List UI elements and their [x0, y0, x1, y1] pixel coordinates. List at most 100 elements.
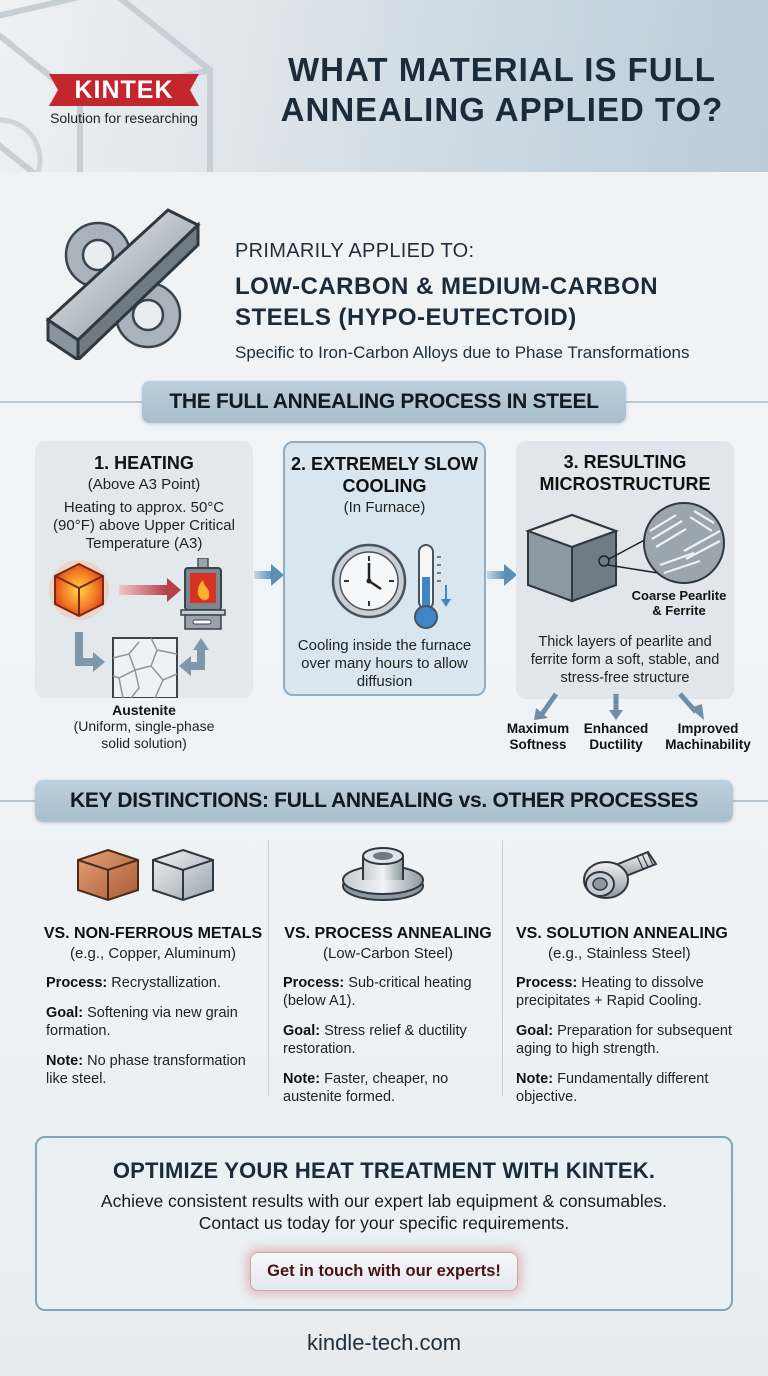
- distinction-goal: Goal: Softening via new grain formation.: [46, 1004, 268, 1040]
- step-description-line: diffusion: [356, 673, 413, 690]
- distinction-goal: Goal: Stress relief & ductility restorat…: [283, 1022, 503, 1058]
- step-description-line: Cooling inside the furnace: [297, 637, 472, 654]
- item-text: Sub-critical heating (below A1).: [283, 975, 472, 1009]
- flow-arrow-icon: [254, 564, 284, 586]
- flow-arrow-icon: [487, 564, 517, 586]
- outcome-line: Maximum: [506, 721, 570, 736]
- magnify-label: Coarse Pearlite & Ferrite: [624, 588, 734, 618]
- cta-body-line: Contact us today for your specific requi…: [198, 1213, 570, 1233]
- intro-subtitle: Specific to Iron-Carbon Alloys due to Ph…: [235, 343, 690, 362]
- item-text: Recrystallization.: [111, 975, 221, 991]
- distinction-subtitle: (e.g., Copper, Aluminum): [70, 945, 236, 962]
- step-title-line: 3. RESULTING: [563, 452, 687, 472]
- logo-banner: KINTEK: [49, 74, 199, 106]
- step-description-line: Thick layers of pearlite and: [538, 634, 712, 650]
- intro-title-line1: LOW-CARBON & MEDIUM-CARBON: [235, 273, 659, 300]
- step-description: Cooling inside the furnace over many hou…: [285, 637, 484, 691]
- magnify-label-line: & Ferrite: [652, 603, 706, 618]
- cta-body: Achieve consistent results with our expe…: [37, 1190, 731, 1234]
- steel-bar-gear-icon: [45, 208, 201, 360]
- column-divider: [268, 840, 269, 1096]
- austenite-caption: Austenite (Uniform, single-phase solid s…: [35, 702, 253, 752]
- step-description-line: over many hours to allow: [301, 655, 468, 672]
- stainless-bolt-icon: [583, 850, 658, 899]
- item-label: Goal:: [46, 1005, 84, 1021]
- step-subtitle: (Above A3 Point): [87, 476, 201, 493]
- item-text: Faster, cheaper, no austenite formed.: [283, 1071, 449, 1105]
- distinction-goal: Goal: Preparation for subsequent aging t…: [516, 1022, 758, 1058]
- step-subtitle: (In Furnace): [343, 499, 426, 516]
- contact-experts-button[interactable]: Get in touch with our experts!: [250, 1252, 518, 1291]
- item-label: Note:: [46, 1053, 84, 1069]
- step-cooling-card: 2. EXTREMELY SLOW COOLING (In Furnace) C…: [283, 441, 486, 696]
- austenite-grain-icon: [112, 637, 178, 698]
- step-title: 3. RESULTING MICROSTRUCTURE: [516, 451, 734, 495]
- item-text: Softening via new grain formation.: [46, 1005, 238, 1039]
- outcome-ductility: Enhanced Ductility: [580, 721, 652, 753]
- distinction-note: Note: Fundamentally different objective.: [516, 1070, 758, 1106]
- distinctions-section-title: KEY DISTINCTIONS: FULL ANNEALING vs. OTH…: [35, 780, 733, 822]
- step-title-line: MICROSTRUCTURE: [539, 474, 711, 494]
- distinction-process-annealing: VS. PROCESS ANNEALING (Low-Carbon Steel)…: [273, 840, 503, 1106]
- step-microstructure-card: 3. RESULTING MICROSTRUCTURE Coarse Pearl…: [516, 441, 734, 699]
- step-description-line: (90°F) above Upper Critical: [53, 517, 235, 534]
- distinction-subtitle: (Low-Carbon Steel): [322, 945, 454, 962]
- item-label: Note:: [516, 1071, 554, 1087]
- header-banner: KINTEK Solution for researching WHAT MAT…: [0, 0, 768, 172]
- outcome-arrows: [534, 692, 704, 720]
- step-description: Thick layers of pearlite and ferrite for…: [516, 633, 734, 687]
- item-text: No phase transformation like steel.: [46, 1053, 246, 1087]
- step-title: 1. HEATING: [94, 453, 194, 473]
- heat-arrow-icon: [119, 578, 181, 602]
- intro-kicker: PRIMARILY APPLIED TO:: [235, 240, 475, 262]
- hot-cube-icon: [49, 560, 109, 620]
- step-title: 2. EXTREMELY SLOW COOLING: [285, 453, 484, 497]
- distinction-process: Process: Heating to dissolve precipitate…: [516, 974, 758, 1010]
- distinction-non-ferrous: VS. NON-FERROUS METALS (e.g., Copper, Al…: [38, 840, 268, 1088]
- logo-tagline: Solution for researching: [50, 110, 198, 126]
- distinction-process: Process: Sub-critical heating (below A1)…: [283, 974, 503, 1010]
- item-text: Stress relief & ductility restoration.: [283, 1023, 467, 1057]
- outcome-line: Machinability: [665, 737, 751, 752]
- magnify-label-line: Coarse Pearlite: [631, 588, 727, 603]
- logo-text: KINTEK: [74, 75, 174, 104]
- heating-diagram: [49, 558, 226, 698]
- distinction-note: Note: No phase transformation like steel…: [46, 1052, 268, 1088]
- intro-title-line2: STEELS (HYPO-EUTECTOID): [235, 304, 577, 331]
- step-description: Heating to approx. 50°C (90°F) above Upp…: [35, 499, 253, 553]
- cta-box: OPTIMIZE YOUR HEAT TREATMENT WITH KINTEK…: [35, 1136, 733, 1311]
- cta-body-line: Achieve consistent results with our expe…: [100, 1191, 668, 1211]
- cycle-arrow-icon: [75, 632, 209, 676]
- outcome-line: Improved: [677, 721, 739, 736]
- outcome-softness: Maximum Softness: [503, 721, 573, 753]
- item-text: Preparation for subsequent aging to high…: [516, 1023, 733, 1057]
- distinction-process: Process: Recrystallization.: [46, 974, 268, 992]
- item-label: Goal:: [283, 1023, 321, 1039]
- step-heating-card: 1. HEATING (Above A3 Point) Heating to a…: [35, 441, 253, 698]
- item-label: Process:: [283, 975, 345, 991]
- cooling-diagram: [331, 543, 451, 629]
- steel-bushing-icon: [342, 847, 424, 901]
- item-label: Process:: [516, 975, 578, 991]
- step-description-line: stress-free structure: [560, 670, 690, 686]
- intro-text: PRIMARILY APPLIED TO: LOW-CARBON & MEDIU…: [235, 240, 755, 363]
- page-title: WHAT MATERIAL IS FULL ANNEALING APPLIED …: [252, 50, 752, 130]
- item-text: Heating to dissolve precipitates + Rapid…: [516, 975, 704, 1009]
- distinction-title: VS. PROCESS ANNEALING: [284, 925, 492, 942]
- process-section-title: THE FULL ANNEALING PROCESS IN STEEL: [142, 381, 626, 423]
- caption-title: Austenite: [112, 702, 176, 718]
- caption-line: solid solution): [101, 735, 187, 751]
- kintek-logo: KINTEK Solution for researching: [44, 74, 204, 126]
- copper-aluminum-cubes-icon: [77, 848, 214, 902]
- item-label: Process:: [46, 975, 108, 991]
- step-title-line: 2. EXTREMELY SLOW: [290, 454, 479, 474]
- website-link[interactable]: kindle-tech.com: [306, 1330, 462, 1355]
- steel-cube-icon: [525, 513, 659, 603]
- distinction-title: VS. SOLUTION ANNEALING: [516, 925, 728, 942]
- caption-line: (Uniform, single-phase: [73, 718, 215, 734]
- outcome-machinability: Improved Machinability: [660, 721, 756, 753]
- distinction-note: Note: Faster, cheaper, no austenite form…: [283, 1070, 503, 1106]
- outcome-line: Enhanced: [583, 721, 649, 736]
- distinction-title: VS. NON-FERROUS METALS: [43, 925, 263, 942]
- intro-title: LOW-CARBON & MEDIUM-CARBON STEELS (HYPO-…: [235, 271, 755, 333]
